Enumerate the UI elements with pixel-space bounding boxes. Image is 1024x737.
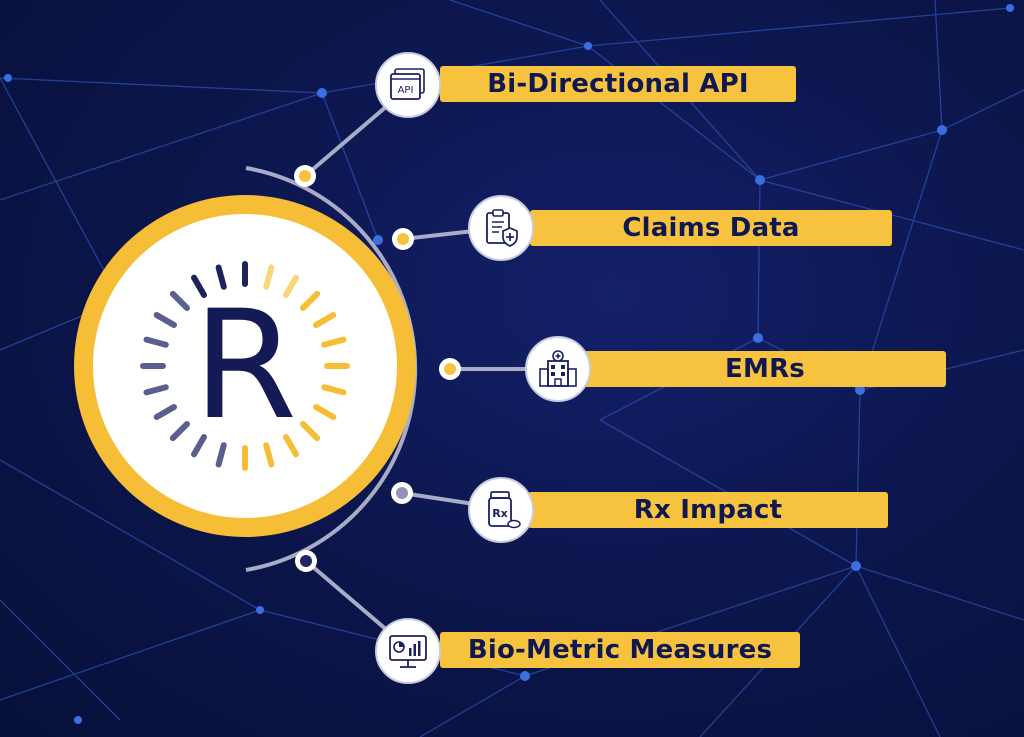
node-label-bi-directional-api: Bi-Directional API	[440, 66, 796, 102]
node-label-claims-data: Claims Data	[530, 210, 892, 246]
monitor-chart-icon	[389, 635, 427, 668]
node-icon-4: Rx	[468, 477, 534, 543]
node-label-bio-metric-measures: Bio-Metric Measures	[440, 632, 800, 668]
sunburst-ray	[313, 404, 337, 420]
sunburst-ray	[321, 384, 347, 396]
sunburst-ray	[321, 336, 347, 348]
clipboard-shield-icon	[486, 209, 518, 247]
sunburst-ray	[153, 404, 177, 420]
sunburst-ray	[143, 336, 169, 348]
connector-dots	[294, 165, 461, 572]
sunburst-ray	[143, 384, 169, 396]
sunburst-ray	[283, 434, 299, 458]
api-text: API	[398, 85, 414, 96]
node-label-rx-impact: Rx Impact	[528, 492, 888, 528]
logo-ring: R	[74, 195, 416, 537]
sunburst-ray	[215, 264, 227, 290]
sunburst-ray	[283, 274, 299, 298]
api-window-icon: API	[390, 68, 425, 100]
pill-bottle-icon: Rx	[488, 491, 521, 529]
node-icon-5	[375, 618, 441, 684]
node-icon-2	[468, 195, 534, 261]
sunburst-ray	[263, 264, 275, 290]
sunburst-ray	[299, 420, 321, 442]
sunburst-ray	[215, 442, 227, 468]
sunburst-ray	[153, 312, 177, 328]
hospital-icon	[539, 350, 577, 387]
sunburst-ray	[169, 290, 191, 312]
node-label-emrs: EMRs	[584, 351, 946, 387]
sunburst-ray	[169, 420, 191, 442]
sunburst-ray	[191, 434, 207, 458]
sunburst-ray	[313, 312, 337, 328]
node-icon-3	[525, 336, 591, 402]
sunburst-ray	[299, 290, 321, 312]
sunburst-ray	[191, 274, 207, 298]
sunburst-ray	[263, 442, 275, 468]
logo-disc: R	[93, 214, 397, 518]
node-icon-1: API	[375, 52, 441, 118]
sunburst-icon	[140, 261, 350, 471]
logo-letter: R	[192, 279, 298, 453]
rx-text: Rx	[492, 507, 508, 520]
